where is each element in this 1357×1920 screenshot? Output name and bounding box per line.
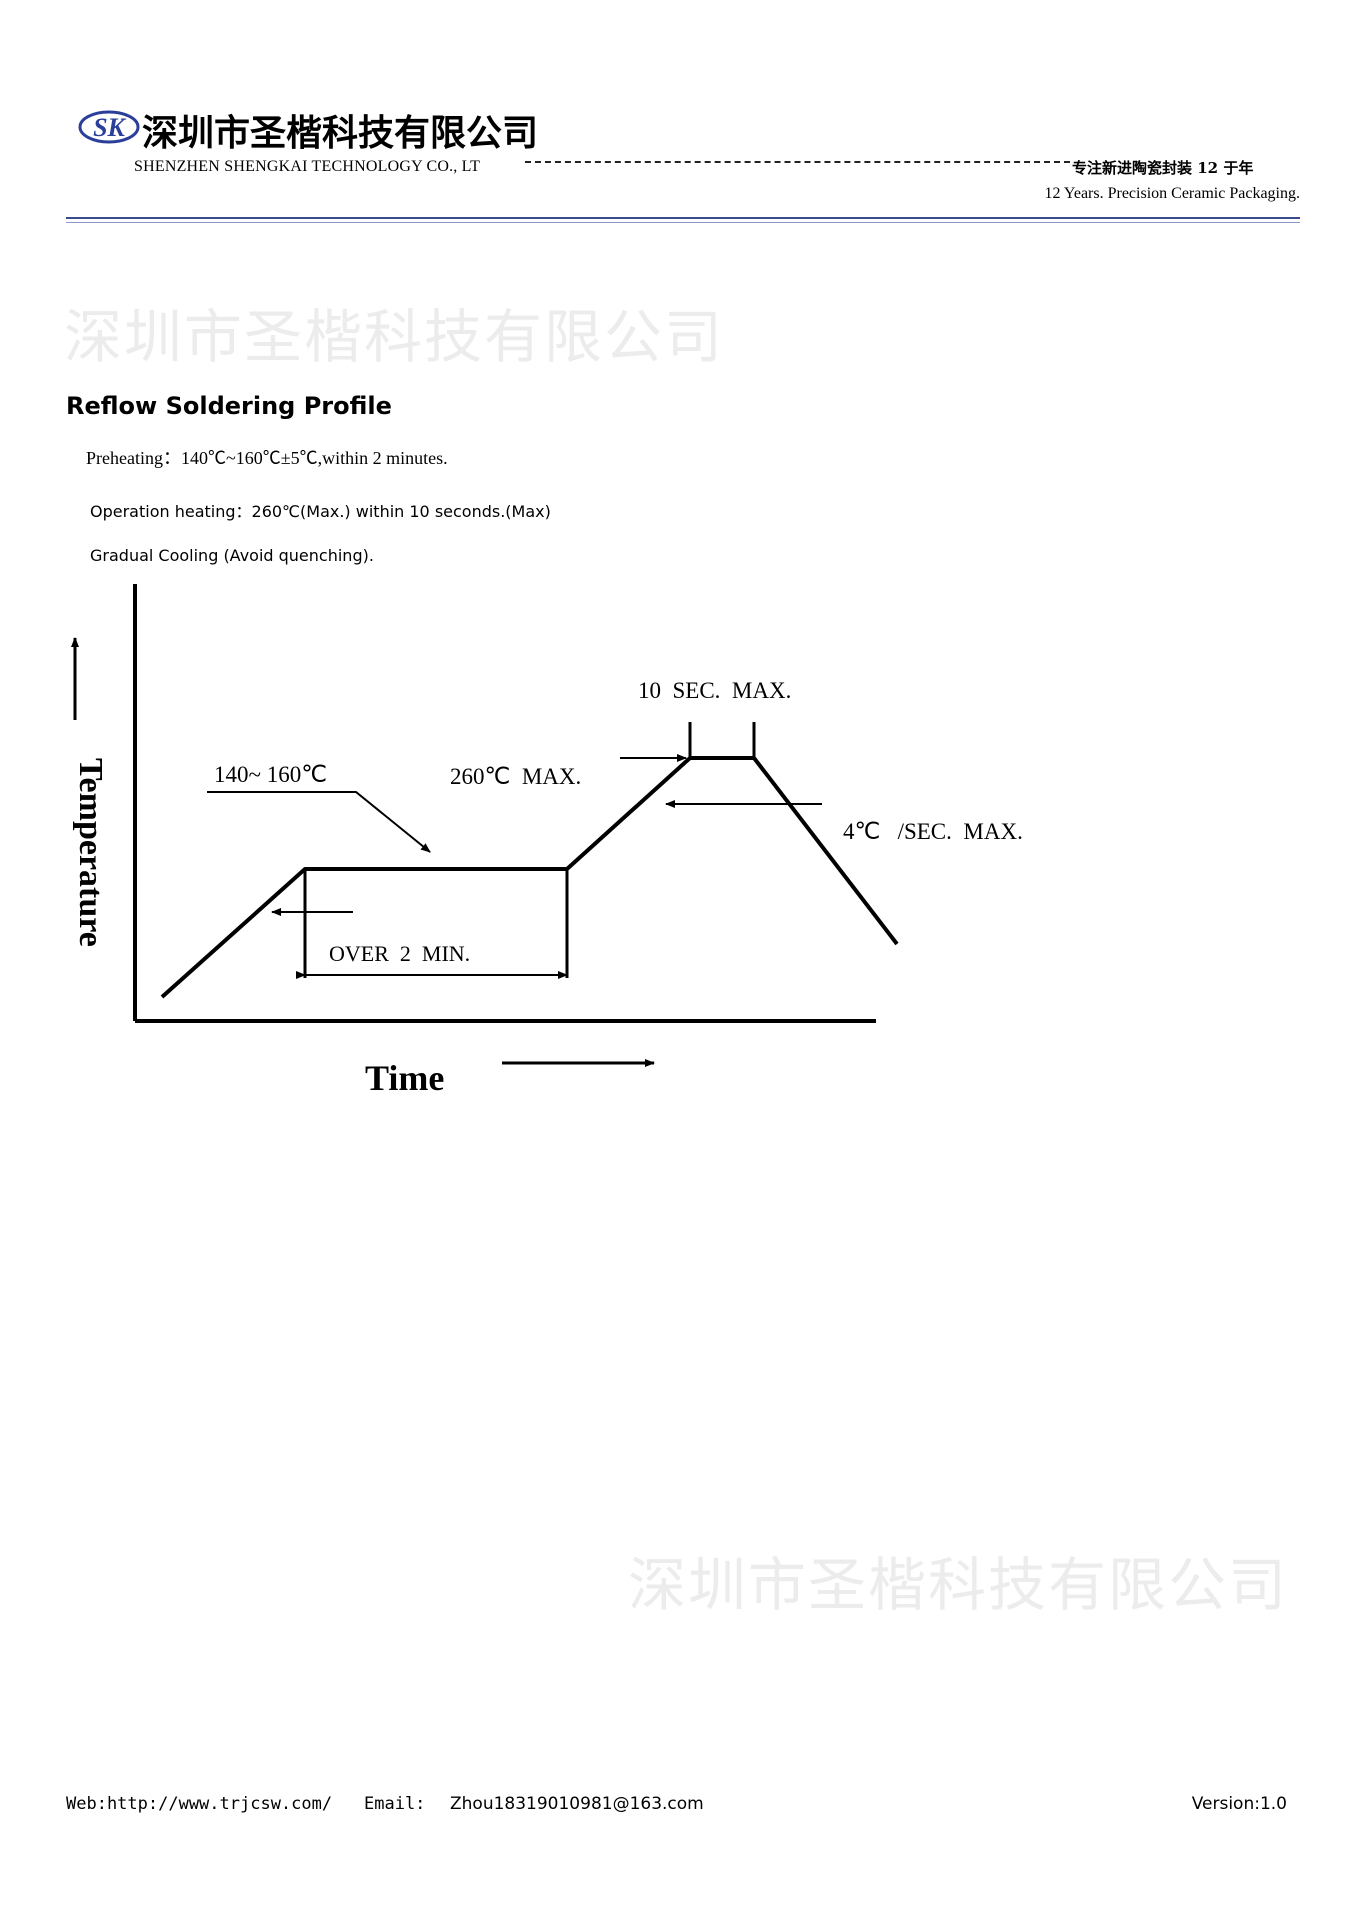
x-axis-label: Time [365, 1058, 444, 1098]
section-title: Reflow Soldering Profile [66, 392, 392, 420]
footer-email-label: Email: [364, 1794, 426, 1814]
profile-line [160, 756, 899, 999]
dashed-rule [525, 161, 1070, 163]
watermark-top: 深圳市圣楷科技有限公司 [64, 303, 725, 371]
y-axis-label: Temperature [72, 758, 109, 947]
slogan-cn: 专注新进陶瓷封装 12 于年 [1072, 159, 1254, 177]
preheating-spec: Preheating：140℃~160℃±5℃,within 2 minutes… [86, 448, 448, 468]
footer-email[interactable]: Zhou18319010981@163.com [450, 1794, 704, 1814]
company-name-en: SHENZHEN SHENGKAI TECHNOLOGY CO., LT [134, 158, 481, 175]
reflow-profile-chart: Temperature Time 140~ 160℃ 260℃ MAX. 10 … [71, 584, 1023, 1098]
annotation-peak: 260℃ MAX. [450, 764, 581, 789]
logo-text: SK [93, 113, 126, 142]
operation-spec: Operation heating：260℃(Max.) within 10 s… [90, 502, 551, 521]
slogan-en: 12 Years. Precision Ceramic Packaging. [1044, 185, 1300, 202]
company-name-cn: 深圳市圣楷科技有限公司 [142, 112, 539, 154]
annotation-cooling-rate: 4℃ /SEC. MAX. [843, 819, 1023, 844]
watermark-bottom: 深圳市圣楷科技有限公司 [628, 1551, 1289, 1619]
footer-web[interactable]: Web:http://www.trjcsw.com/ [66, 1794, 333, 1814]
cooling-spec: Gradual Cooling (Avoid quenching). [90, 546, 374, 565]
annotation-preheat-duration: OVER 2 MIN. [329, 941, 470, 966]
company-logo: SK [78, 110, 140, 144]
header-rule-thin [66, 222, 1300, 223]
annotation-preheat: 140~ 160℃ [214, 762, 327, 787]
header-rule [66, 217, 1300, 219]
annotation-peak-duration: 10 SEC. MAX. [638, 678, 791, 703]
preheat-leader [207, 791, 431, 853]
footer-version: Version:1.0 [1191, 1794, 1287, 1814]
